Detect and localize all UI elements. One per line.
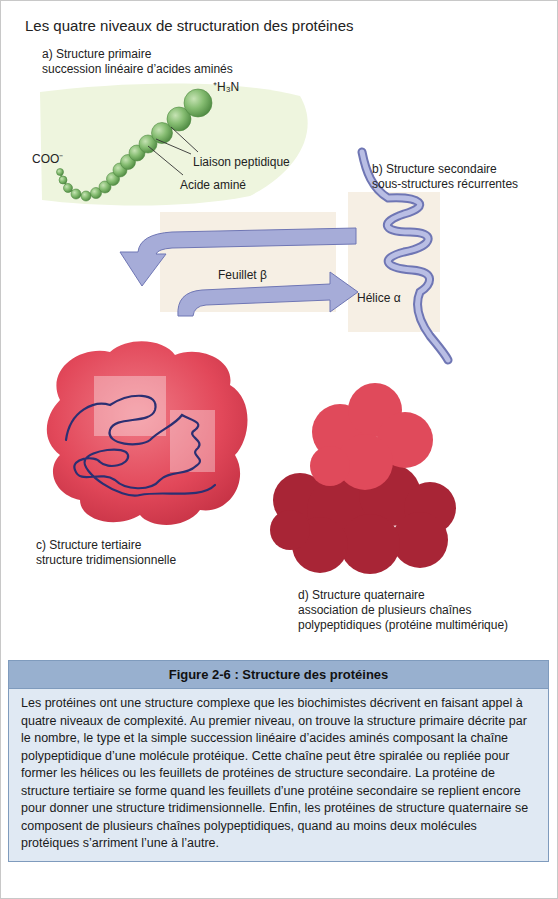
amino-acid-bead [81, 191, 91, 201]
figure-heading-bar: Figure 2-6 : Structure des protéines [9, 661, 548, 689]
structure-heading: d) Structure quaternaire [298, 588, 425, 603]
structure-heading: b) Structure secondaire [372, 162, 497, 177]
leader-line [156, 139, 191, 154]
beta-strand [178, 272, 358, 316]
figure-title: Les quatre niveaux de structuration des … [25, 17, 354, 36]
amino-acid-bead [64, 184, 73, 193]
figure-caption-panel: Figure 2-6 : Structure des protéinesLes … [8, 660, 549, 862]
terminus-label: COO⁻ [32, 152, 63, 167]
amino-acid-bead [57, 169, 64, 176]
part-label: Hélice α [357, 291, 401, 306]
tertiary-protein [47, 341, 248, 525]
amino-acid-bead [71, 189, 81, 199]
part-label: Feuillet β [218, 268, 267, 283]
subunit-lobe [310, 446, 350, 486]
structure-subheading: succession linéaire d’acides aminés [42, 62, 233, 77]
leader-line [148, 146, 183, 175]
chain-backbone [60, 104, 197, 196]
structure-subheading: structure tridimensionnelle [36, 553, 176, 568]
subunit-lobe [270, 510, 310, 550]
leader-lines [148, 127, 198, 175]
structure-heading: a) Structure primaire [42, 47, 151, 62]
terminus-label: ⁺H₃N [213, 80, 239, 95]
part-label: Liaison peptidique [193, 155, 290, 170]
primary-background [40, 84, 308, 206]
folded-chain [66, 396, 215, 496]
structure-subheading: sous-structures récurrentes [372, 177, 518, 192]
amino-acid-bead [59, 176, 67, 184]
caption-text: Les protéines ont une structure complexe… [9, 689, 548, 861]
amino-acid-bead [184, 89, 212, 117]
structure-subheading: association de plusieurs chaînes polypep… [298, 603, 533, 633]
structure-heading: c) Structure tertiaire [36, 538, 141, 553]
leader-line [171, 127, 198, 152]
beta-strand [120, 228, 356, 286]
subunit-lobe [392, 512, 448, 568]
quaternary-upper-subunit [310, 383, 433, 490]
part-label: Acide aminé [180, 178, 246, 193]
subunit-lobe [340, 514, 400, 574]
